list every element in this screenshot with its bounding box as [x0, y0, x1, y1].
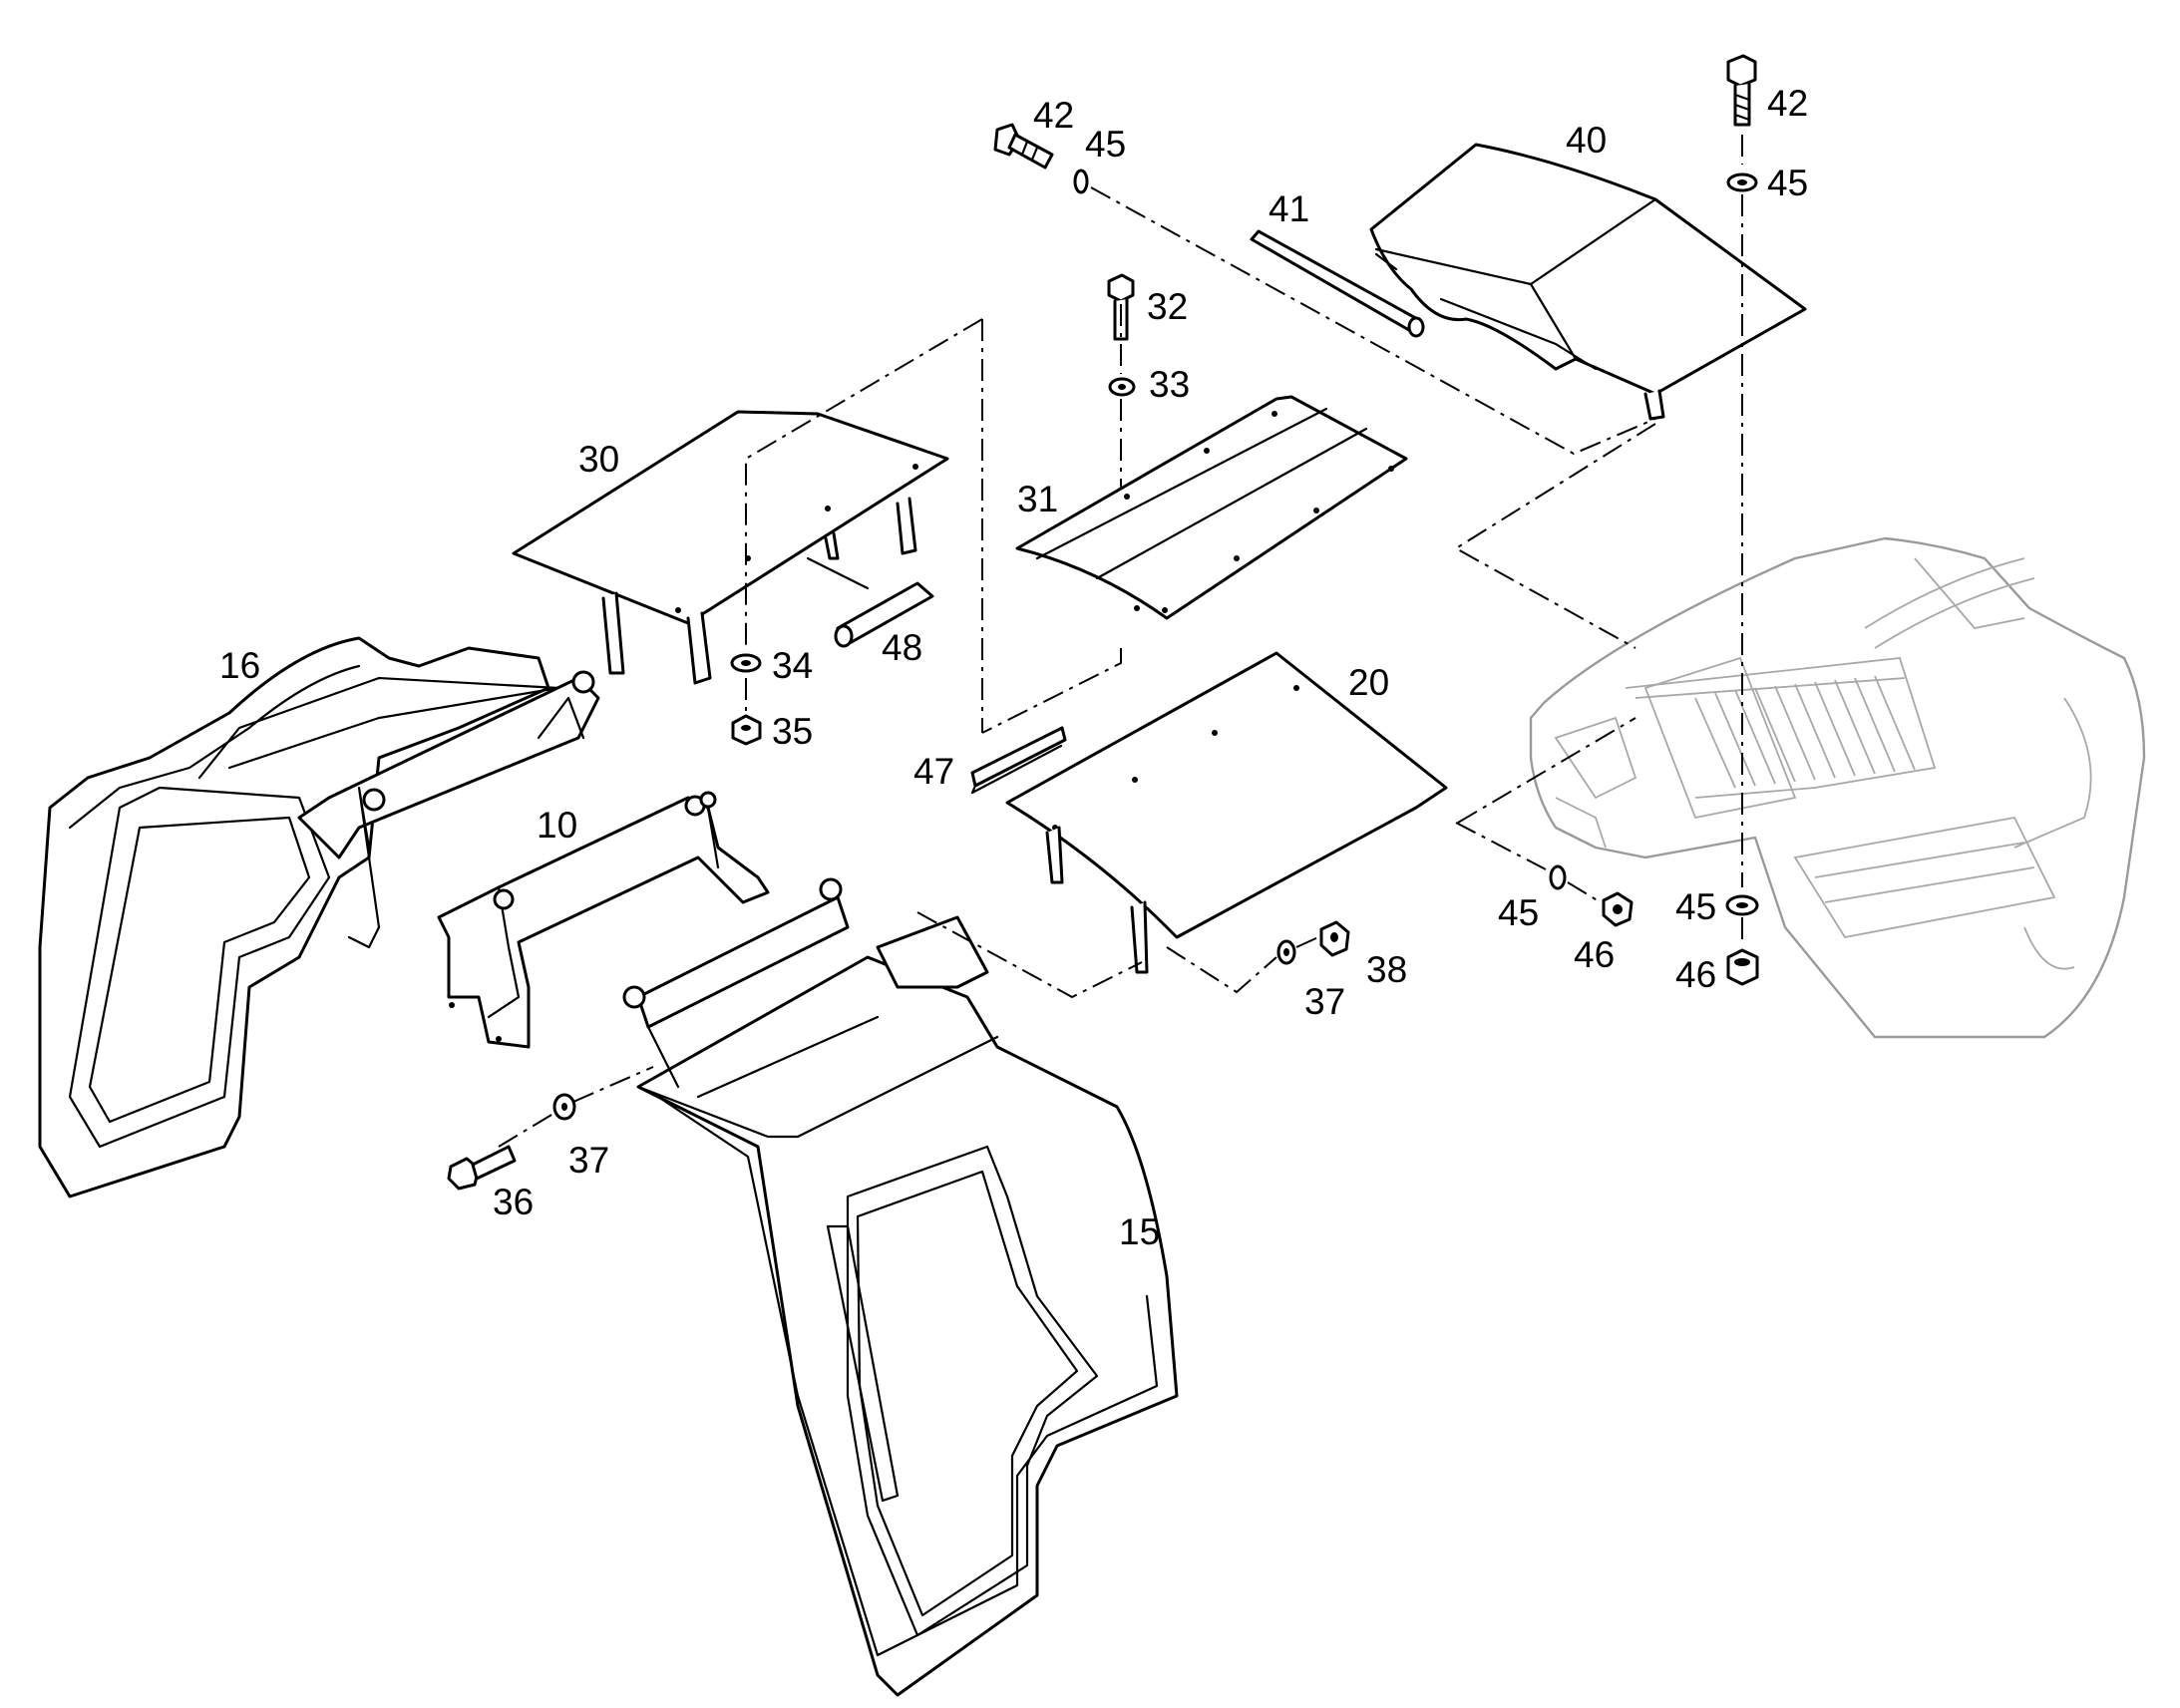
callout-34: 34 — [772, 645, 813, 686]
washer-33 — [1108, 377, 1136, 397]
callouts: 42 45 40 42 45 41 32 33 30 31 16 34 48 3… — [219, 83, 1808, 1252]
callout-45-upper-right: 45 — [1767, 163, 1808, 203]
callout-45-lower-left: 45 — [1498, 892, 1539, 933]
part-20-plate — [1005, 651, 1448, 974]
callout-40: 40 — [1566, 120, 1607, 161]
callout-46-lower-right: 46 — [1675, 954, 1716, 995]
fasteners — [447, 54, 1759, 1191]
callout-15: 15 — [1119, 1211, 1160, 1252]
washer-45-lower-right — [1725, 894, 1759, 916]
callout-37-lower: 37 — [568, 1140, 609, 1181]
nut-46-lower-right — [1726, 948, 1759, 986]
part-41-bar — [1250, 229, 1425, 338]
callout-42-upper-left: 42 — [1033, 95, 1074, 136]
bolt-36 — [447, 1145, 517, 1191]
part-15-right-fender — [622, 877, 1179, 1697]
ghost-tractor-assembly — [1529, 536, 2146, 1039]
washer-45-upper-left — [1073, 169, 1089, 194]
callout-16: 16 — [219, 645, 260, 686]
callout-31: 31 — [1017, 479, 1058, 519]
callout-33: 33 — [1149, 364, 1190, 405]
callout-37-middle: 37 — [1304, 981, 1345, 1022]
callout-20: 20 — [1348, 662, 1389, 703]
part-31-top-plate — [1015, 395, 1408, 620]
nut-35 — [731, 714, 762, 746]
callout-30: 30 — [578, 439, 619, 480]
callout-10: 10 — [537, 805, 577, 846]
nut-46-lower-left — [1602, 891, 1634, 927]
callout-35: 35 — [772, 711, 813, 752]
callout-41: 41 — [1269, 188, 1309, 229]
callout-45-lower-right: 45 — [1675, 886, 1716, 927]
washer-37-lower — [552, 1093, 576, 1121]
part-10-bracket — [437, 791, 770, 1049]
part-48-rubber-strip — [834, 581, 934, 648]
bolt-42-upper-left — [993, 123, 1054, 170]
part-40-cover — [1369, 143, 1807, 421]
washer-37-middle — [1276, 939, 1296, 965]
washer-45-upper-right — [1726, 172, 1758, 192]
washer-45-lower-left — [1549, 864, 1567, 890]
bolt-42-upper-right — [1726, 54, 1757, 127]
callout-48: 48 — [882, 627, 922, 668]
part-30-plate — [512, 410, 949, 685]
assembly-lines — [498, 135, 1743, 1148]
callout-32: 32 — [1147, 286, 1188, 327]
callout-47: 47 — [913, 751, 954, 792]
part-47-strip — [970, 726, 1067, 795]
callout-38: 38 — [1366, 949, 1407, 990]
bolt-32 — [1107, 273, 1135, 341]
part-16-left-fender — [38, 636, 600, 1198]
callout-45-upper-left: 45 — [1085, 124, 1126, 165]
callout-42-upper-right: 42 — [1767, 83, 1808, 124]
nut-38 — [1319, 920, 1350, 957]
callout-46-lower-left: 46 — [1574, 934, 1615, 975]
washer-34 — [730, 653, 762, 673]
callout-36: 36 — [493, 1182, 534, 1222]
